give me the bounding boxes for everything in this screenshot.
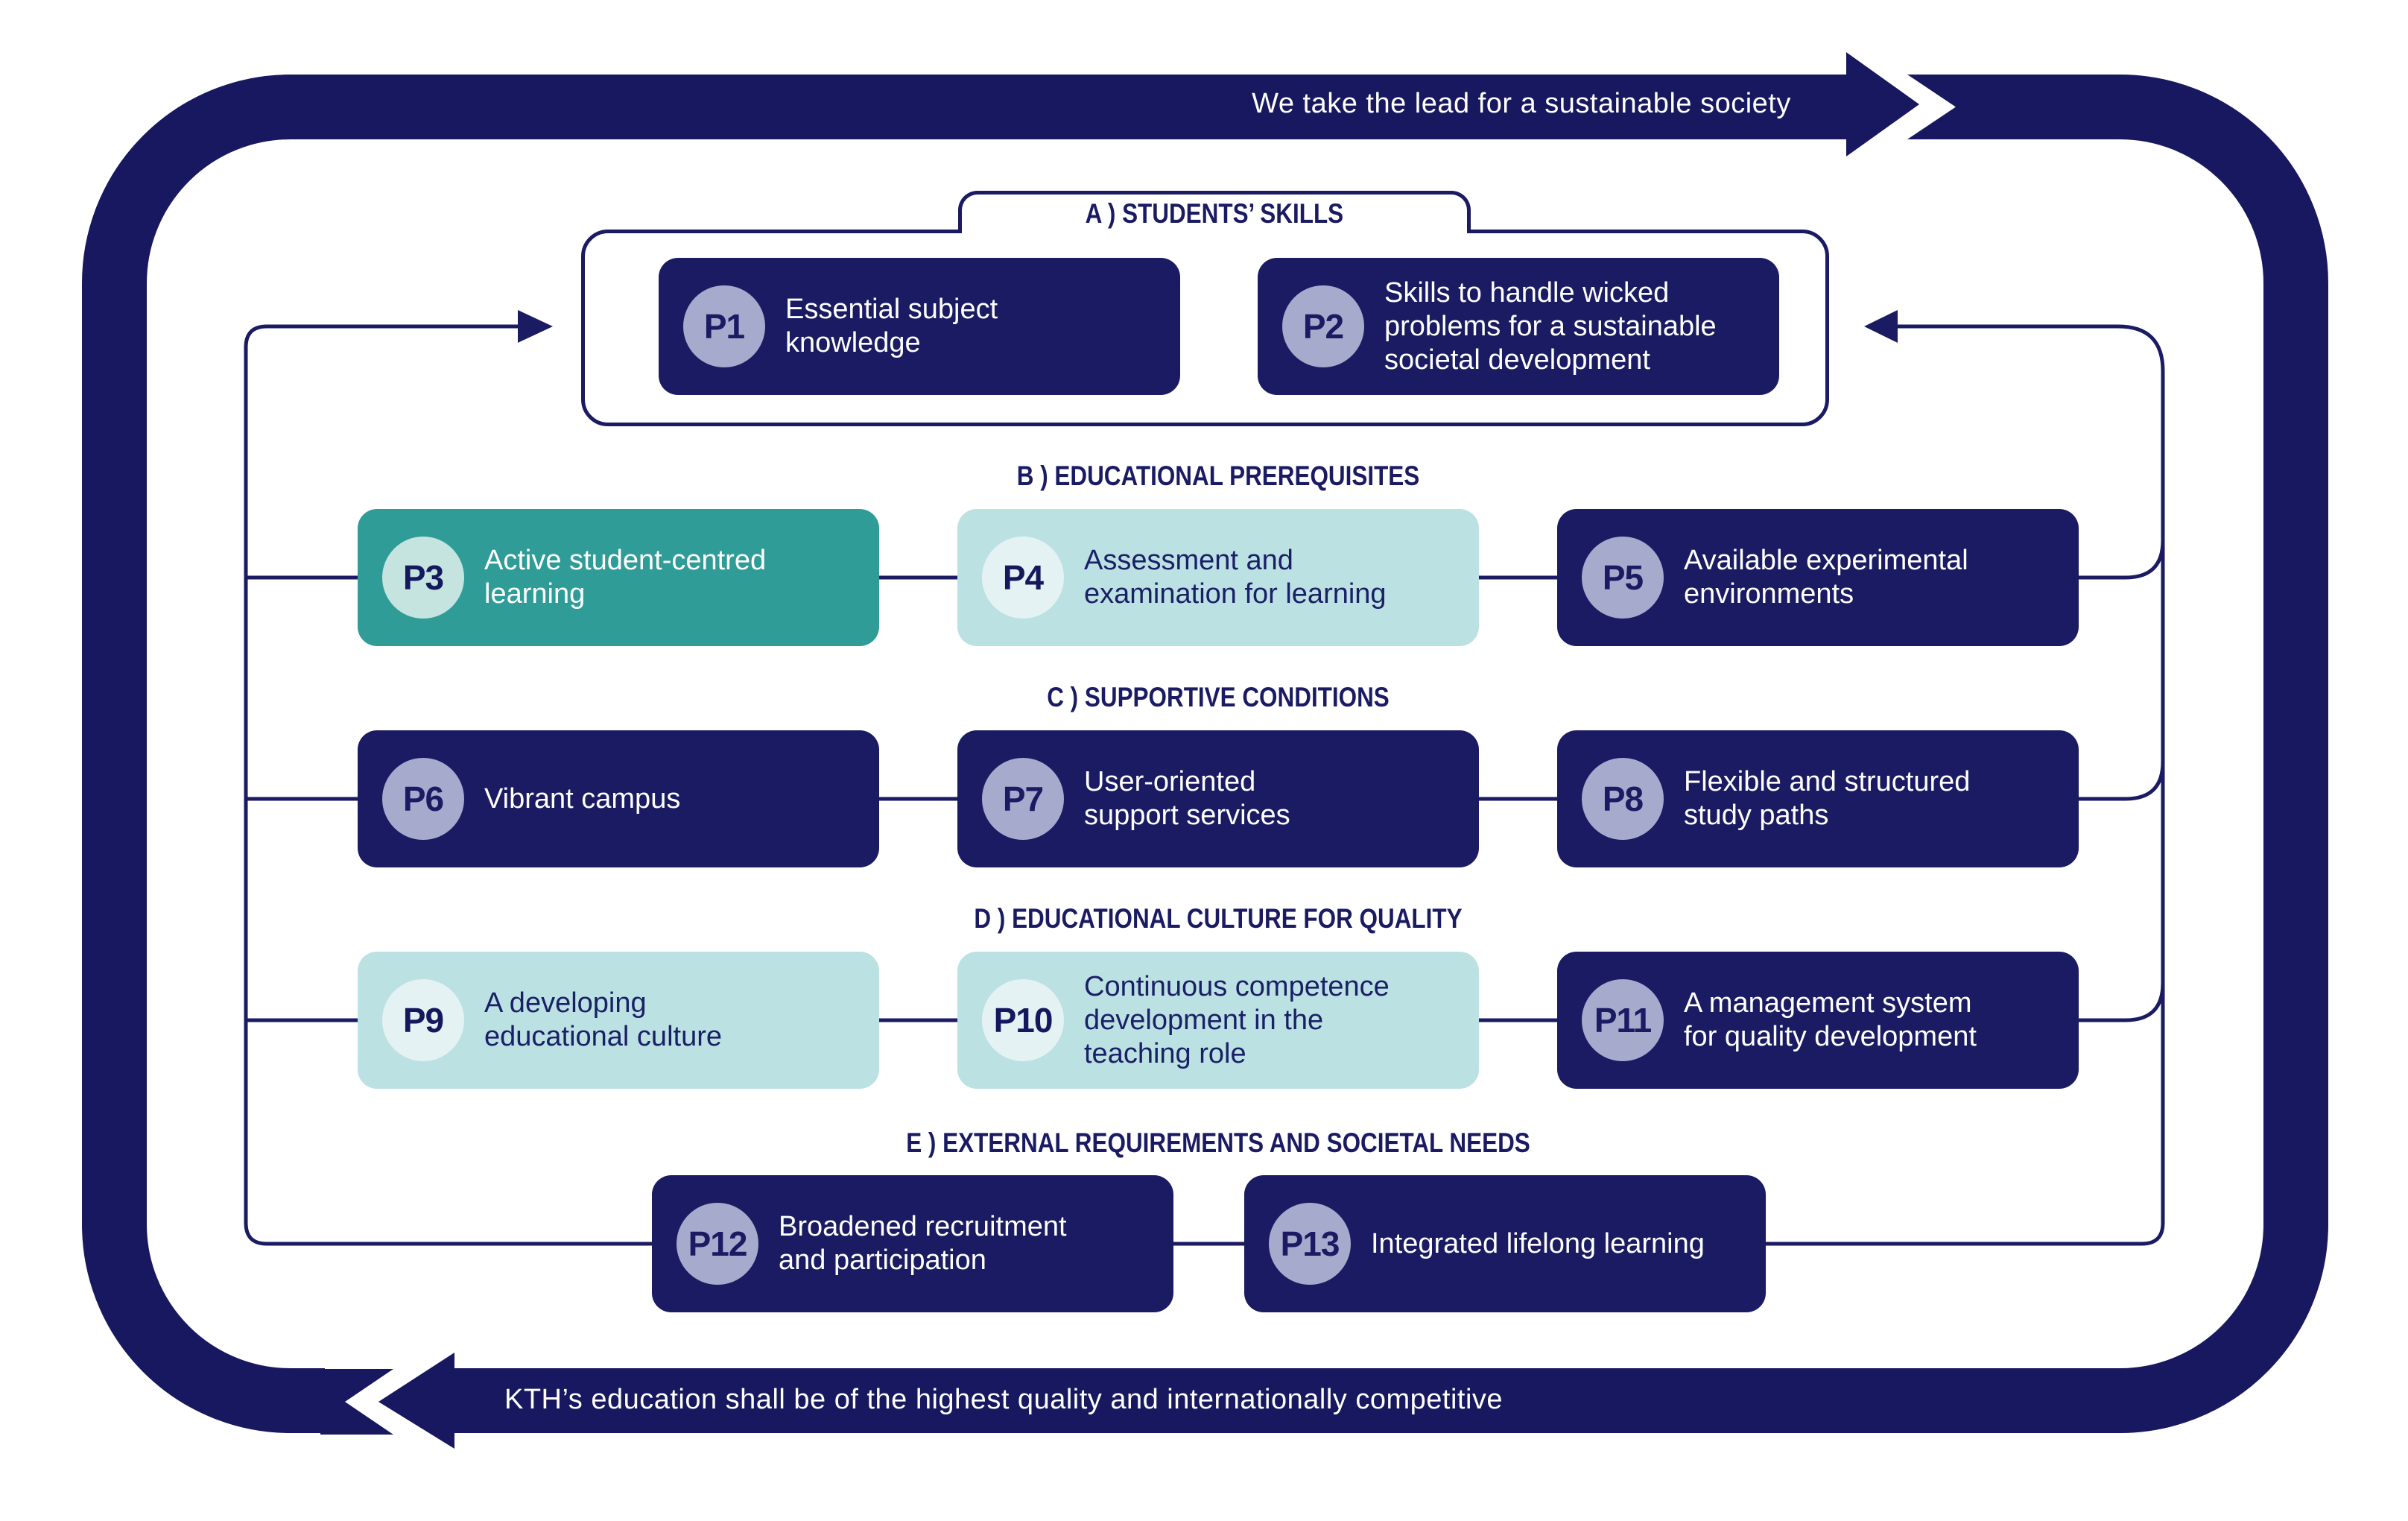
p8-badge: P8 — [1582, 758, 1664, 840]
p11-badge: P11 — [1582, 979, 1664, 1061]
box-p5: P5 Available experimental environments — [1557, 509, 2079, 646]
p1-badge: P1 — [683, 285, 765, 367]
p6-text: Vibrant campus — [484, 782, 681, 815]
p8-text: Flexible and structured study paths — [1684, 766, 1971, 831]
box-p11: P11 A management system for quality deve… — [1557, 952, 2079, 1089]
p12-badge: P12 — [677, 1203, 758, 1285]
box-p9: P9 A developing educational culture — [358, 952, 879, 1089]
bottom-arrow-head-icon — [378, 1353, 454, 1449]
box-p8: P8 Flexible and structured study paths — [1557, 730, 2079, 867]
p7-badge: P7 — [982, 758, 1064, 840]
box-p7: P7 User-oriented support services — [957, 730, 1479, 867]
box-p6: P6 Vibrant campus — [358, 730, 879, 867]
p6-badge: P6 — [382, 758, 464, 840]
p3-badge: P3 — [382, 537, 464, 619]
p7-text: User-oriented support services — [1084, 766, 1290, 831]
p4-badge: P4 — [982, 537, 1064, 619]
top-arrow-head-icon — [1846, 52, 1919, 156]
top-banner-text: We take the lead for a sustainable socie… — [1252, 88, 1791, 119]
p2-text: Skills to handle wicked problems for a s… — [1384, 276, 1717, 376]
p5-badge: P5 — [1582, 537, 1664, 619]
box-p2: P2 Skills to handle wicked problems for … — [1258, 258, 1779, 395]
box-p12: P12 Broadened recruitment and participat… — [652, 1175, 1173, 1312]
p2-badge: P2 — [1282, 285, 1364, 367]
section-c-label: C ) SUPPORTIVE CONDITIONS — [1047, 682, 1390, 712]
section-d-label: D ) EDUCATIONAL CULTURE FOR QUALITY — [974, 903, 1463, 934]
bottom-arrow-notch — [320, 1369, 393, 1435]
p9-badge: P9 — [382, 979, 464, 1061]
p5-text: Available experimental environments — [1684, 545, 1968, 610]
p3-text: Active student-centred learning — [484, 545, 767, 610]
p13-badge: P13 — [1269, 1203, 1351, 1285]
p13-text: Integrated lifelong learning — [1371, 1227, 1705, 1259]
left-arrowhead-icon — [518, 310, 553, 343]
p1-text: Essential subject knowledge — [785, 294, 998, 358]
box-p10: P10 Continuous competence development in… — [957, 952, 1479, 1089]
section-a-tab: A ) STUDENTS’ SKILLS — [958, 191, 1471, 233]
p9-text: A developing educational culture — [484, 987, 722, 1052]
box-p3: P3 Active student-centred learning — [358, 509, 879, 646]
p10-text: Continuous competence development in the… — [1084, 970, 1390, 1069]
section-e-label: E ) EXTERNAL REQUIREMENTS AND SOCIETAL N… — [906, 1128, 1530, 1158]
box-p1: P1 Essential subject knowledge — [659, 258, 1180, 395]
p11-text: A management system for quality developm… — [1684, 987, 1977, 1052]
bottom-banner-text: KTH’s education shall be of the highest … — [504, 1384, 1504, 1415]
p4-text: Assessment and examination for learning — [1084, 545, 1387, 610]
box-p13: P13 Integrated lifelong learning — [1244, 1175, 1766, 1312]
box-p4: P4 Assessment and examination for learni… — [957, 509, 1479, 646]
connector-lines — [244, 324, 2165, 1246]
section-a-label: A ) STUDENTS’ SKILLS — [1085, 198, 1344, 229]
section-b-label: B ) EDUCATIONAL PREREQUISITES — [1016, 461, 1420, 491]
p12-text: Broadened recruitment and participation — [779, 1211, 1067, 1276]
top-arrow-notch — [1907, 75, 1976, 139]
p10-badge: P10 — [982, 979, 1064, 1061]
right-arrowhead-icon — [1864, 310, 1898, 343]
